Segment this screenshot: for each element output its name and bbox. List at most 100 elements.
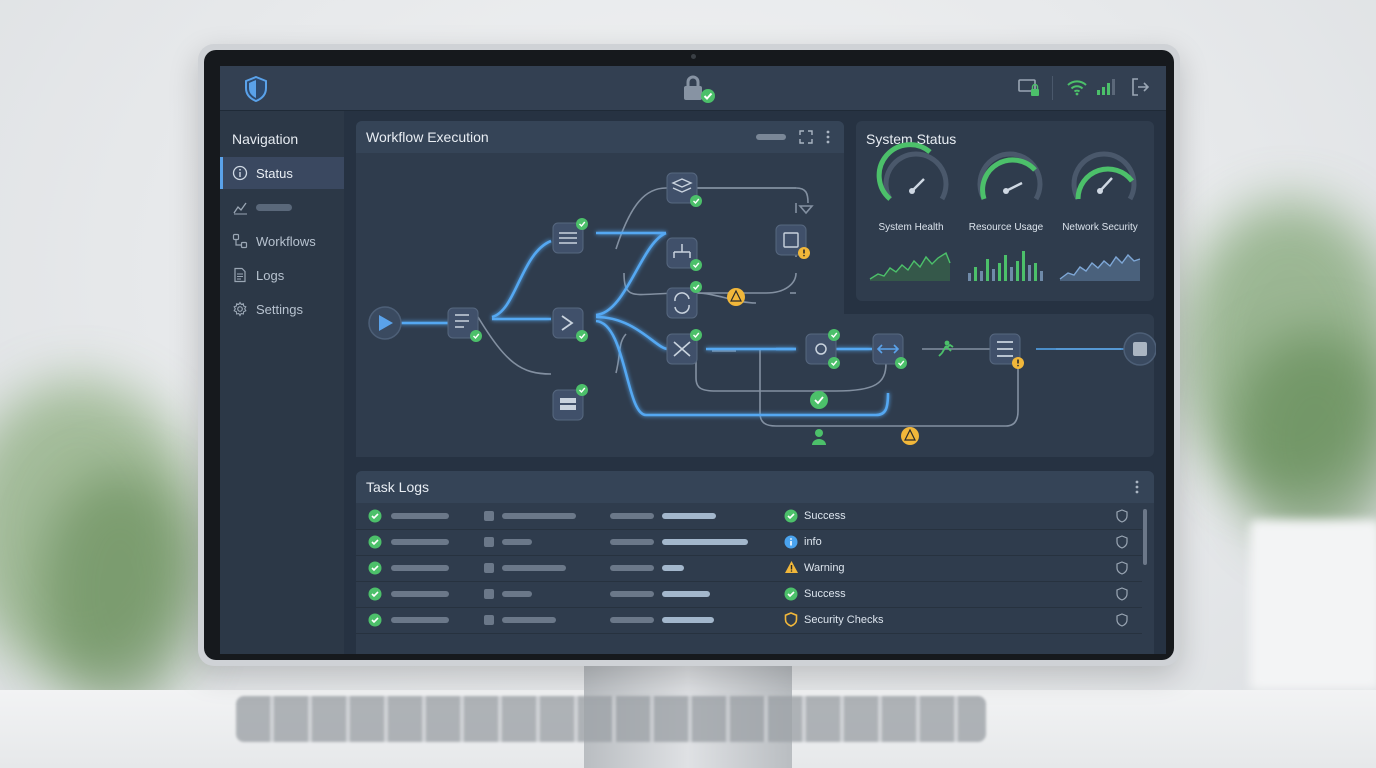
system-status-title: System Status bbox=[866, 131, 957, 147]
task-node[interactable] bbox=[872, 333, 907, 369]
task-node[interactable] bbox=[666, 172, 702, 207]
signal-icon[interactable] bbox=[1096, 78, 1116, 101]
start-node[interactable] bbox=[368, 306, 402, 340]
redacted-text bbox=[391, 539, 449, 545]
table-row[interactable]: Security Checks bbox=[356, 608, 1142, 634]
task-node[interactable] bbox=[552, 218, 588, 254]
redacted-text bbox=[610, 513, 654, 519]
plant-pot bbox=[1250, 520, 1376, 690]
gauge-label: System Health bbox=[878, 222, 944, 233]
table-row[interactable]: Success bbox=[356, 582, 1142, 608]
log-table: Success info bbox=[356, 504, 1142, 654]
sidebar-item-analytics[interactable] bbox=[220, 191, 344, 223]
shield-icon[interactable] bbox=[1116, 587, 1128, 601]
task-node[interactable] bbox=[552, 307, 588, 342]
sidebar-item-placeholder bbox=[256, 203, 292, 211]
task-logs-title: Task Logs bbox=[366, 479, 430, 495]
shield-icon[interactable] bbox=[1116, 613, 1128, 627]
task-logs-panel: Task Logs Success bbox=[356, 471, 1154, 654]
sidebar-item-status[interactable]: Status bbox=[220, 157, 344, 189]
background-plant bbox=[40, 470, 200, 710]
status-text: Security Checks bbox=[804, 614, 884, 626]
redacted-text bbox=[610, 591, 654, 597]
divider bbox=[1052, 76, 1053, 100]
sidebar: Navigation Status Workflows Logs bbox=[220, 111, 344, 654]
logout-icon[interactable] bbox=[1130, 77, 1150, 102]
runner-icon bbox=[938, 340, 954, 357]
security-sparkline bbox=[1059, 253, 1141, 281]
redacted-text bbox=[662, 513, 716, 519]
redacted-text bbox=[502, 565, 566, 571]
gauge-network-security bbox=[1071, 151, 1137, 201]
redacted-text bbox=[391, 591, 449, 597]
workflow-canvas-extension bbox=[356, 314, 1154, 457]
system-status-panel: System Status bbox=[856, 121, 1154, 301]
shield-icon[interactable] bbox=[1116, 535, 1128, 549]
redacted-text bbox=[391, 617, 449, 623]
shield-icon[interactable] bbox=[1116, 509, 1128, 523]
redacted-text bbox=[662, 539, 748, 545]
chart-icon bbox=[232, 199, 248, 215]
user-icon bbox=[812, 429, 826, 445]
workflow-panel-header: Workflow Execution bbox=[356, 121, 844, 153]
sidebar-item-label: Status bbox=[256, 165, 293, 181]
redacted-text bbox=[662, 617, 714, 623]
gauges bbox=[869, 142, 1141, 281]
sidebar-item-logs[interactable]: Logs bbox=[220, 259, 344, 291]
status-text: info bbox=[804, 536, 822, 548]
keyboard bbox=[236, 696, 986, 742]
lock-icon bbox=[682, 75, 718, 110]
table-row[interactable]: Success bbox=[356, 504, 1142, 530]
table-row[interactable]: info bbox=[356, 530, 1142, 556]
task-node[interactable] bbox=[447, 307, 482, 342]
sidebar-item-settings[interactable]: Settings bbox=[220, 293, 344, 325]
redacted-text bbox=[502, 617, 556, 623]
shield-icon[interactable] bbox=[1116, 561, 1128, 575]
task-node[interactable] bbox=[805, 329, 840, 369]
background-plant bbox=[1230, 330, 1376, 550]
wifi-icon[interactable] bbox=[1066, 78, 1088, 101]
sidebar-title: Navigation bbox=[232, 131, 299, 147]
camera bbox=[691, 54, 696, 59]
row-icon bbox=[484, 615, 494, 625]
expand-icon[interactable] bbox=[799, 130, 813, 149]
more-options-icon[interactable] bbox=[826, 130, 830, 149]
sidebar-item-workflows[interactable]: Workflows bbox=[220, 225, 344, 257]
task-node[interactable] bbox=[666, 237, 702, 271]
end-node[interactable] bbox=[1123, 332, 1156, 366]
row-icon bbox=[484, 511, 494, 521]
task-node[interactable] bbox=[775, 224, 810, 259]
status-text: Success bbox=[804, 510, 846, 522]
task-node[interactable] bbox=[666, 281, 702, 319]
check-icon bbox=[368, 535, 382, 549]
shield-icon bbox=[784, 612, 798, 627]
info-icon bbox=[784, 535, 798, 549]
scrollbar[interactable] bbox=[1143, 509, 1147, 565]
redacted-text bbox=[662, 565, 684, 571]
table-row[interactable]: Warning bbox=[356, 556, 1142, 582]
warning-icon bbox=[785, 561, 798, 573]
minimize-button[interactable] bbox=[756, 134, 786, 140]
check-icon bbox=[784, 509, 798, 523]
redacted-text bbox=[662, 591, 710, 597]
more-options-icon[interactable] bbox=[1135, 480, 1139, 499]
check-icon bbox=[368, 587, 382, 601]
task-node[interactable] bbox=[552, 384, 588, 421]
screen: Navigation Status Workflows Logs bbox=[220, 66, 1166, 654]
shield-logo-icon[interactable] bbox=[244, 75, 268, 107]
status-text: Warning bbox=[804, 562, 845, 574]
redacted-text bbox=[391, 513, 449, 519]
row-icon bbox=[484, 563, 494, 573]
monitor-lock-icon[interactable] bbox=[1018, 78, 1040, 103]
workflow-active-flows bbox=[400, 231, 890, 417]
redacted-text bbox=[610, 539, 654, 545]
sidebar-item-label: Workflows bbox=[256, 233, 316, 249]
top-bar bbox=[220, 66, 1166, 111]
document-icon bbox=[232, 267, 248, 283]
workflow-icon bbox=[232, 233, 248, 249]
task-node[interactable] bbox=[989, 333, 1024, 369]
check-icon bbox=[368, 561, 382, 575]
success-marker bbox=[810, 391, 828, 409]
task-node[interactable] bbox=[666, 329, 702, 365]
check-icon bbox=[368, 613, 382, 627]
